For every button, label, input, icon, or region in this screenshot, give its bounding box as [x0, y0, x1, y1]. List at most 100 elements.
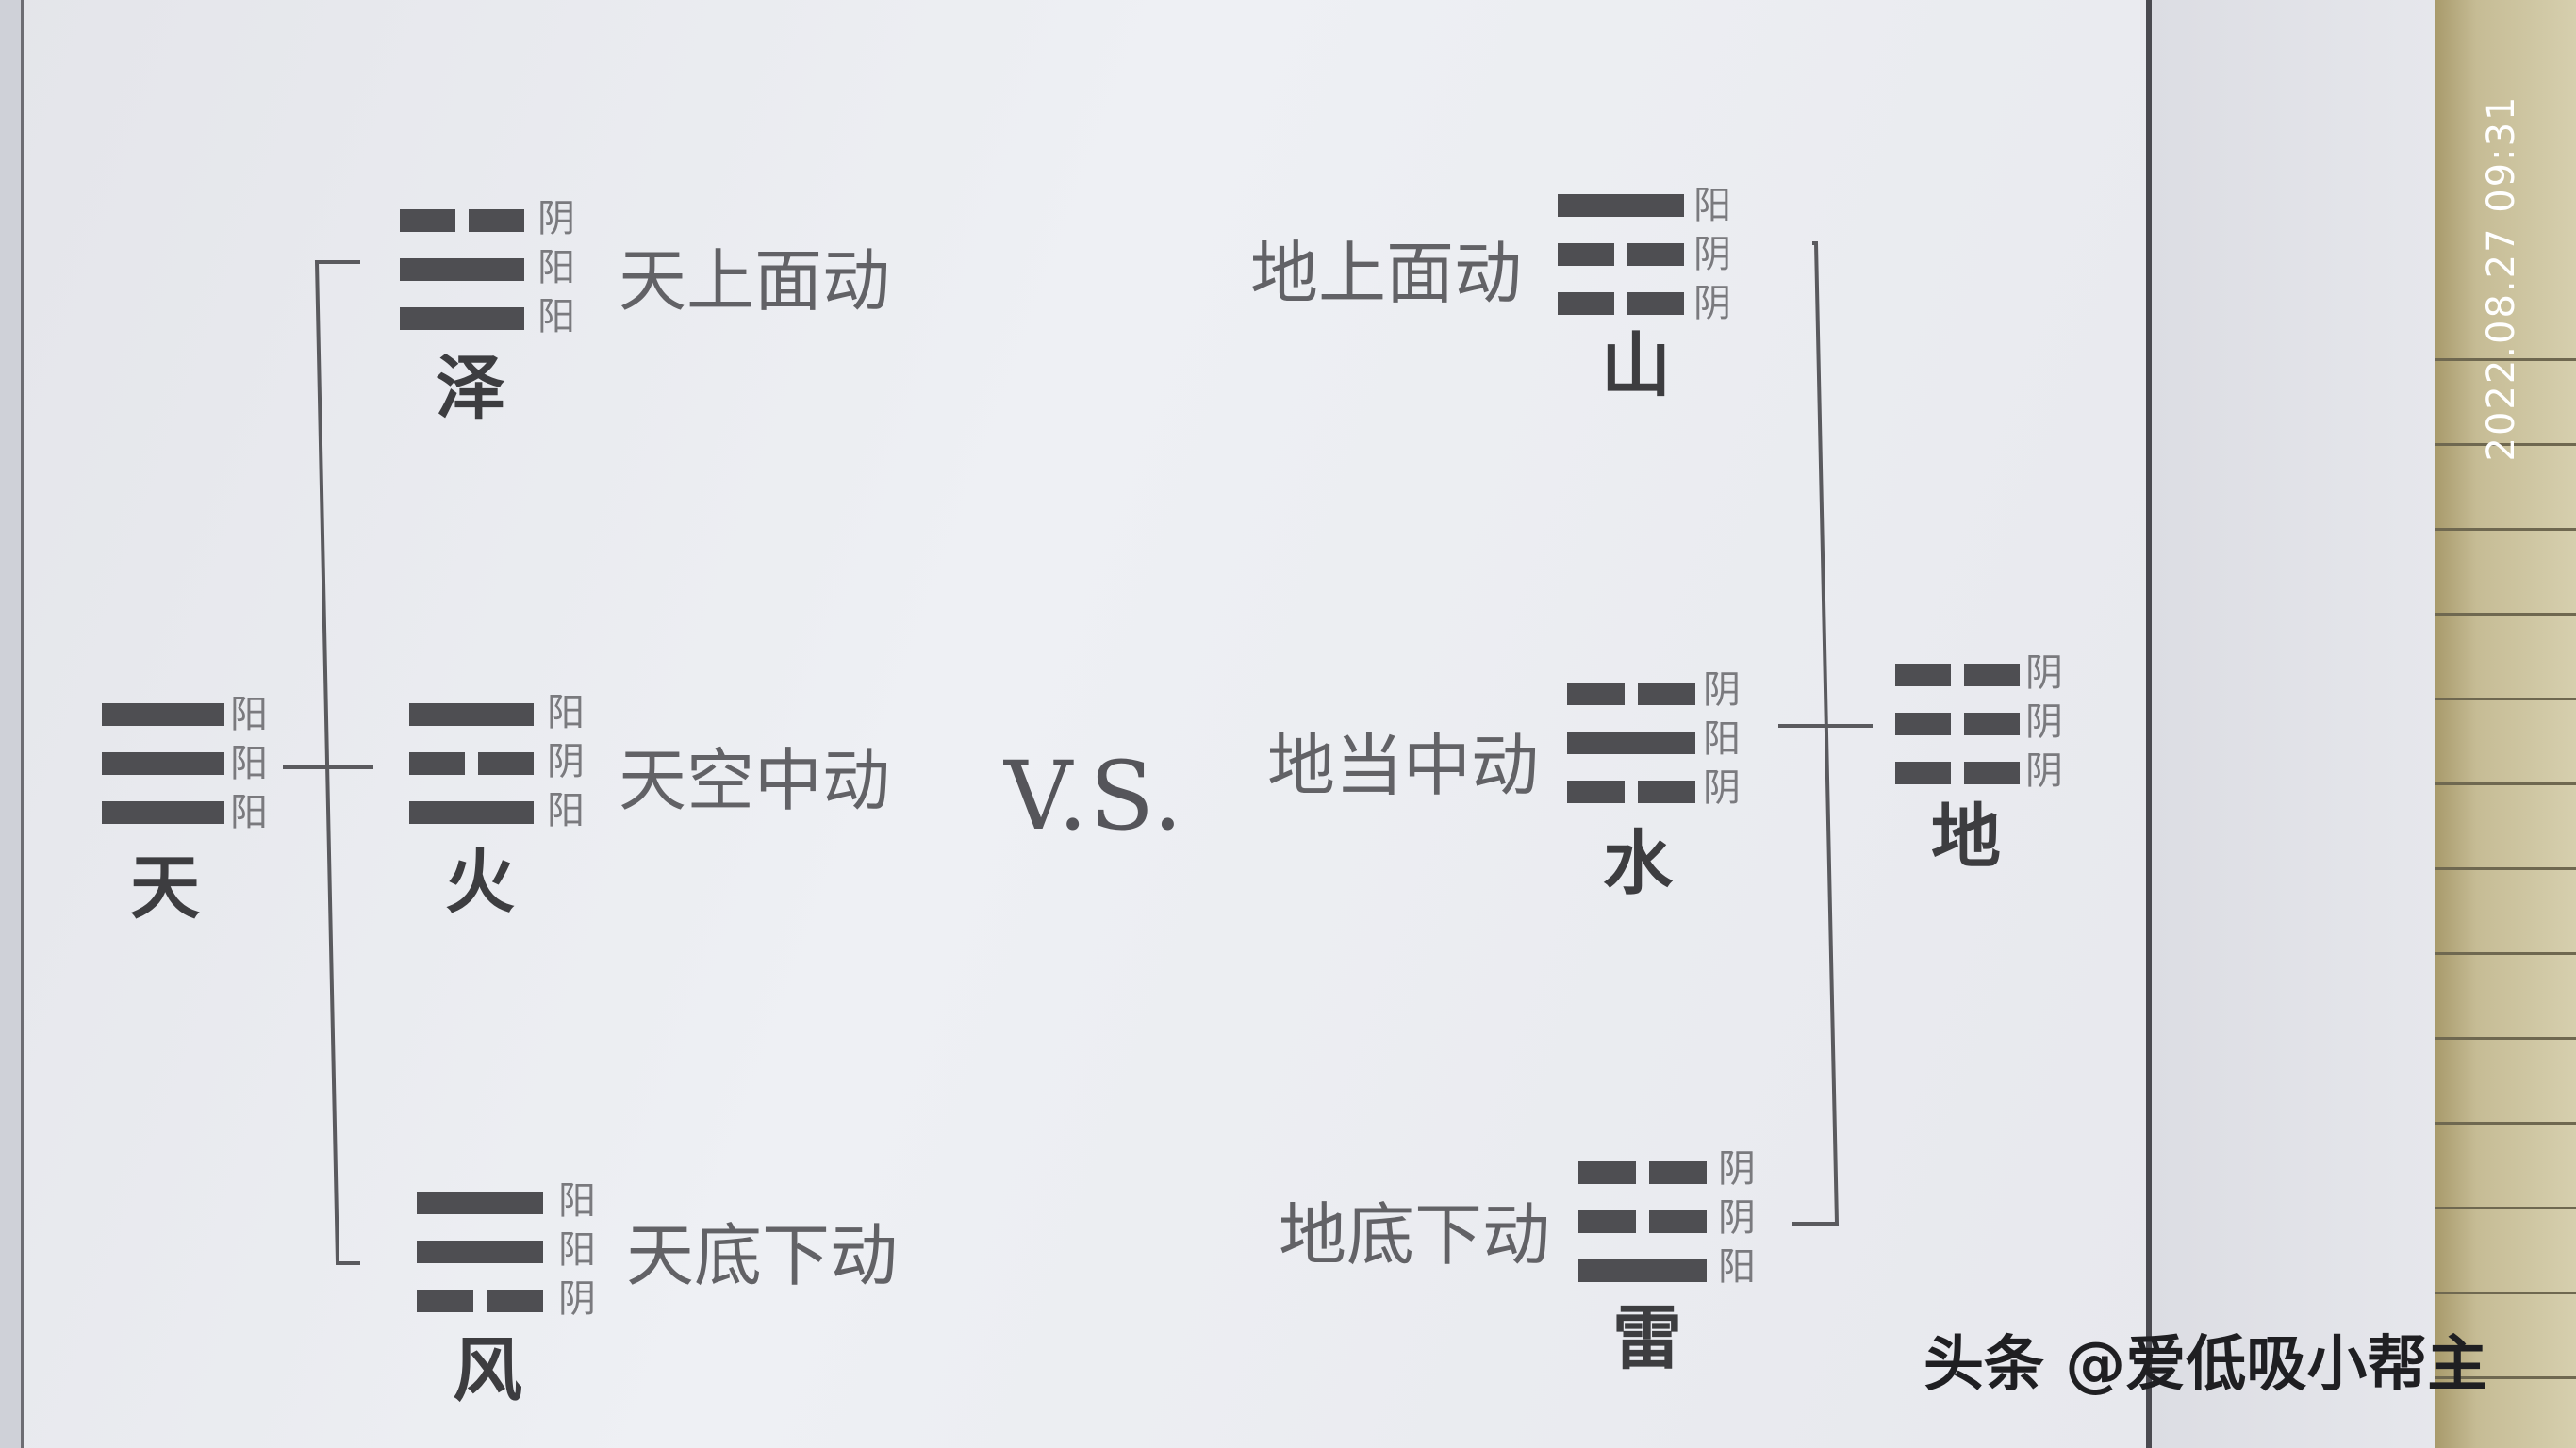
yinyang-label: 阴	[547, 740, 585, 783]
broken-line	[417, 1290, 543, 1312]
solid-line	[1578, 1259, 1707, 1282]
yinyang-label: 阴	[1718, 1196, 1756, 1240]
yinyang-label: 阳	[537, 295, 575, 338]
yinyang-label: 阳	[230, 791, 268, 834]
notebook-background	[2435, 0, 2576, 1448]
trigram-shan	[1558, 194, 1684, 317]
yinyang-label: 阳	[1693, 184, 1731, 227]
solid-line	[409, 703, 534, 726]
broken-segment	[1627, 243, 1684, 266]
versus-label: V.S.	[1004, 741, 1185, 851]
broken-line	[1578, 1161, 1707, 1184]
broken-segment	[1964, 664, 2020, 686]
broken-segment	[1567, 683, 1625, 705]
broken-segment	[1649, 1161, 1707, 1184]
broken-segment	[1638, 781, 1695, 803]
trigram-ze	[400, 209, 524, 332]
yinyang-label: 阴	[1693, 233, 1731, 276]
yinyang-label: 阳	[230, 693, 268, 736]
solid-line	[102, 801, 224, 824]
yinyang-label: 阴	[1693, 282, 1731, 325]
solid-segment	[417, 1192, 543, 1214]
trigram-feng	[417, 1192, 543, 1314]
broken-line	[1558, 243, 1684, 266]
solid-line	[102, 752, 224, 775]
solid-segment	[1578, 1259, 1707, 1282]
solid-line	[417, 1192, 543, 1214]
yinyang-label: 阳	[230, 742, 268, 785]
yinyang-label: 阴	[2025, 651, 2063, 695]
broken-segment	[469, 209, 524, 232]
solid-segment	[1567, 732, 1695, 754]
trigram-name-ze: 泽	[436, 348, 505, 429]
broken-segment	[409, 752, 465, 775]
broken-segment	[1558, 243, 1614, 266]
broken-line	[1895, 713, 2020, 735]
broken-segment	[487, 1290, 543, 1312]
description-shan: 地上面动	[1250, 234, 1523, 313]
photo-timestamp: 2022.08.27 09:31	[2475, 57, 2527, 500]
trigram-huo	[409, 703, 534, 826]
solid-segment	[400, 258, 524, 281]
right-bracket	[1792, 241, 1840, 1226]
page-left-edge	[0, 0, 24, 1448]
trigram-name-tian: 天	[130, 847, 200, 929]
photo-timestamp-text: 2022.08.27 09:31	[2479, 94, 2523, 462]
broken-line	[1567, 781, 1695, 803]
solid-line	[1567, 732, 1695, 754]
trigram-name-di: 地	[1931, 797, 2001, 878]
broken-segment	[1578, 1210, 1636, 1233]
trigram-shui	[1567, 683, 1695, 805]
yinyang-label: 阴	[558, 1277, 596, 1321]
broken-segment	[1895, 762, 1951, 784]
broken-line	[1578, 1210, 1707, 1233]
yinyang-label: 阴	[2025, 700, 2063, 744]
solid-line	[400, 307, 524, 330]
description-shui: 地当中动	[1267, 726, 1540, 805]
broken-segment	[1964, 762, 2020, 784]
trigram-di	[1895, 664, 2020, 786]
solid-line	[102, 703, 224, 726]
solid-segment	[400, 307, 524, 330]
description-huo: 天空中动	[619, 741, 891, 820]
yinyang-label: 阳	[547, 691, 585, 734]
broken-segment	[1895, 713, 1951, 735]
broken-segment	[1567, 781, 1625, 803]
broken-segment	[1649, 1210, 1707, 1233]
broken-line	[1895, 664, 2020, 686]
solid-segment	[1558, 194, 1684, 217]
yinyang-label: 阳	[1718, 1245, 1756, 1289]
solid-segment	[102, 703, 224, 726]
description-feng: 天底下动	[626, 1216, 899, 1295]
yinyang-label: 阳	[558, 1179, 596, 1223]
watermark-text: 头条 @爱低吸小帮主	[1924, 1330, 2488, 1400]
solid-segment	[417, 1241, 543, 1263]
broken-line	[409, 752, 534, 775]
broken-line	[1558, 292, 1684, 315]
broken-segment	[478, 752, 534, 775]
broken-segment	[1558, 292, 1614, 315]
solid-line	[1558, 194, 1684, 217]
trigram-name-huo: 火	[445, 842, 515, 923]
broken-segment	[1627, 292, 1684, 315]
broken-segment	[1578, 1161, 1636, 1184]
left-bracket	[314, 260, 360, 1265]
trigram-name-shui: 水	[1603, 823, 1673, 904]
solid-line	[400, 258, 524, 281]
solid-line	[409, 801, 534, 824]
broken-segment	[417, 1290, 473, 1312]
solid-segment	[102, 752, 224, 775]
yinyang-label: 阳	[558, 1228, 596, 1272]
yinyang-label: 阳	[547, 789, 585, 832]
trigram-lei	[1578, 1161, 1707, 1284]
broken-line	[1895, 762, 2020, 784]
broken-segment	[1638, 683, 1695, 705]
trigram-name-shan: 山	[1601, 325, 1671, 406]
description-lei: 地底下动	[1279, 1195, 1551, 1275]
broken-segment	[400, 209, 455, 232]
broken-segment	[1964, 713, 2020, 735]
yinyang-label: 阳	[537, 246, 575, 289]
solid-segment	[409, 703, 534, 726]
broken-line	[1567, 683, 1695, 705]
